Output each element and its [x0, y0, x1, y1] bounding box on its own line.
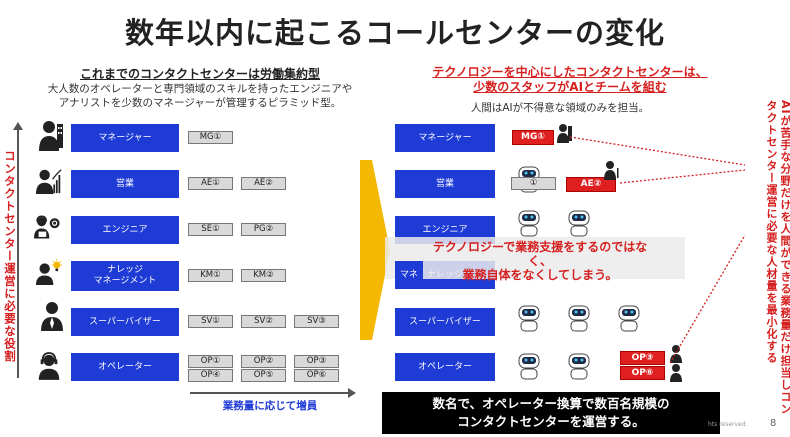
engineer-person-icon [34, 215, 60, 239]
left-vertical-label: コンタクトセンター運営に必要な役割 [3, 150, 17, 363]
ai-robot-icon [568, 353, 590, 380]
right-vertical-label: AIが苦手な分野だけを人間ができる業務量だけ担当しコンタクトセンター運営に必要な… [765, 100, 790, 415]
chip-ae2: AE② [241, 177, 286, 190]
overlay-line1: テクノロジーで業務支援をするのではな [432, 240, 648, 254]
right-role-manager: マネージャー [395, 124, 495, 152]
overlay-message: テクノロジーで業務支援をするのではな く、 業務自体をなくしてしまう。 [390, 240, 690, 282]
vertical-arrow [17, 128, 19, 378]
horizontal-arrow-head [348, 388, 356, 398]
left-role-engineer: エンジニア [71, 216, 179, 244]
horizontal-arrow [190, 392, 350, 394]
manager-person-icon [39, 121, 63, 151]
left-role-operator: オペレーター [71, 353, 179, 381]
manager-person-icon [557, 124, 572, 143]
bottom-message: 数名で、オペレーター換算で数百名規模の コンタクトセンターを運営する。 [382, 392, 720, 434]
right-role-supervisor: スーパーバイザー [395, 308, 495, 336]
ai-robot-icon [518, 305, 540, 332]
right-chip-op3: OP③ [620, 351, 665, 365]
horizontal-label: 業務量に応じて増員 [222, 400, 318, 412]
chip-ae1: AE① [188, 177, 233, 190]
sales-person-icon [604, 161, 619, 180]
ai-robot-icon [568, 210, 590, 237]
bottom-line2: コンタクトセンターを運営する。 [457, 414, 645, 429]
right-heading: テクノロジーを中心にしたコンタクトセンターは、 少数のスタッフがAIとチームを組… [390, 65, 750, 95]
left-role-supervisor: スーパーバイザー [71, 308, 179, 336]
supervisor-person-icon [41, 302, 63, 331]
operator-person-icon [670, 345, 682, 363]
transition-arrow-icon [360, 160, 390, 340]
chip-sv1: SV① [188, 315, 233, 328]
bottom-line1: 数名で、オペレーター換算で数百名規模の [432, 396, 670, 411]
chip-km2: KM② [241, 269, 286, 282]
right-role-sales: 営業 [395, 170, 495, 198]
copyright-text: hts reserved. [708, 421, 748, 428]
ai-robot-icon [518, 353, 540, 380]
chip-mg1: MG① [188, 131, 233, 144]
right-chip-op6: OP⑥ [620, 366, 665, 380]
right-role-knowledge-partial: マネ [395, 261, 423, 289]
left-role-knowledge-line1: ナレッジ [106, 265, 143, 275]
connector-lines [569, 136, 746, 364]
left-desc-line1: 大人数のオペレーターと専門領域のスキルを持ったエンジニアや [47, 83, 353, 95]
overlay-line3: 業務自体をなくしてしまう。 [462, 268, 618, 282]
right-heading-line2: 少数のスタッフがAIとチームを組む [473, 80, 667, 94]
chip-km1: KM① [188, 269, 233, 282]
ai-robot-icon [518, 210, 540, 237]
chip-op2: OP② [241, 355, 286, 368]
page-number: 8 [770, 418, 777, 429]
right-chip-ae2: AE② [566, 177, 616, 192]
overlay-line2: く、 [527, 254, 552, 268]
left-role-knowledge-line2: マネージメント [93, 276, 157, 286]
chip-pg2: PG② [241, 223, 286, 236]
right-role-operator: オペレーター [395, 353, 495, 381]
right-heading-line1: テクノロジーを中心にしたコンタクトセンターは、 [432, 65, 708, 79]
operator-person-icon [670, 364, 682, 382]
operator-person-icon [38, 352, 60, 380]
left-role-manager: マネージャー [71, 124, 179, 152]
vertical-arrow-head [13, 122, 23, 130]
chip-op3: OP③ [294, 355, 339, 368]
overlay-background [385, 237, 685, 279]
chip-op4: OP④ [188, 369, 233, 382]
chip-op6: OP⑥ [294, 369, 339, 382]
right-chip-mg1: MG① [512, 130, 554, 145]
ai-robot-icon [618, 305, 640, 332]
left-role-sales: 営業 [71, 170, 179, 198]
chip-op5: OP⑤ [241, 369, 286, 382]
chip-sv3: SV③ [294, 315, 339, 328]
right-description: 人間はAIが不得意な領域のみを担当。 [470, 102, 650, 114]
left-desc-line2: アナリストを少数のマネージャーが管理するピラミッド型。 [58, 97, 342, 109]
ghost-chip-1: ① [511, 177, 556, 190]
left-heading: これまでのコンタクトセンターは労働集約型 [79, 67, 320, 81]
left-description: 大人数のオペレーターと専門領域のスキルを持ったエンジニアや アナリストを少数のマ… [5, 82, 395, 110]
chip-op1: OP① [188, 355, 233, 368]
chip-sv2: SV② [241, 315, 286, 328]
page-title: 数年以内に起こるコールセンターの変化 [124, 16, 665, 50]
sales-person-icon [36, 169, 62, 194]
ai-robot-icon [568, 305, 590, 332]
chip-se1: SE① [188, 223, 233, 236]
left-role-knowledge: ナレッジ マネージメント [71, 261, 179, 291]
knowledge-person-icon [36, 259, 62, 285]
